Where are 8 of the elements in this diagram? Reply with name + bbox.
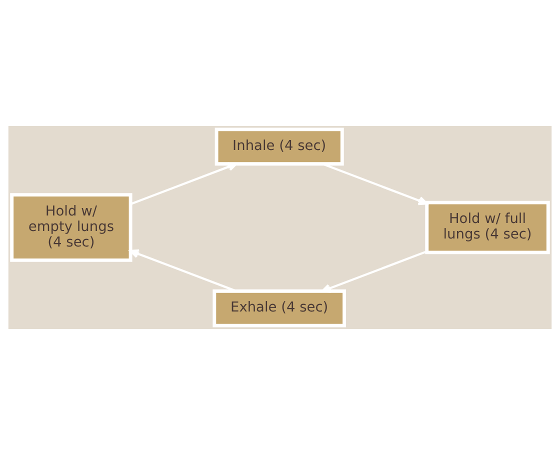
node-box: Hold w/ empty lungs (4 sec) xyxy=(10,193,132,262)
arrow xyxy=(321,250,428,293)
node-box: Hold w/ full lungs (4 sec) xyxy=(425,200,550,254)
node-box: Exhale (4 sec) xyxy=(212,289,346,328)
node-box: Inhale (4 sec) xyxy=(214,128,344,166)
arrow xyxy=(130,249,236,292)
arrow xyxy=(322,162,428,206)
arrow xyxy=(130,162,238,205)
